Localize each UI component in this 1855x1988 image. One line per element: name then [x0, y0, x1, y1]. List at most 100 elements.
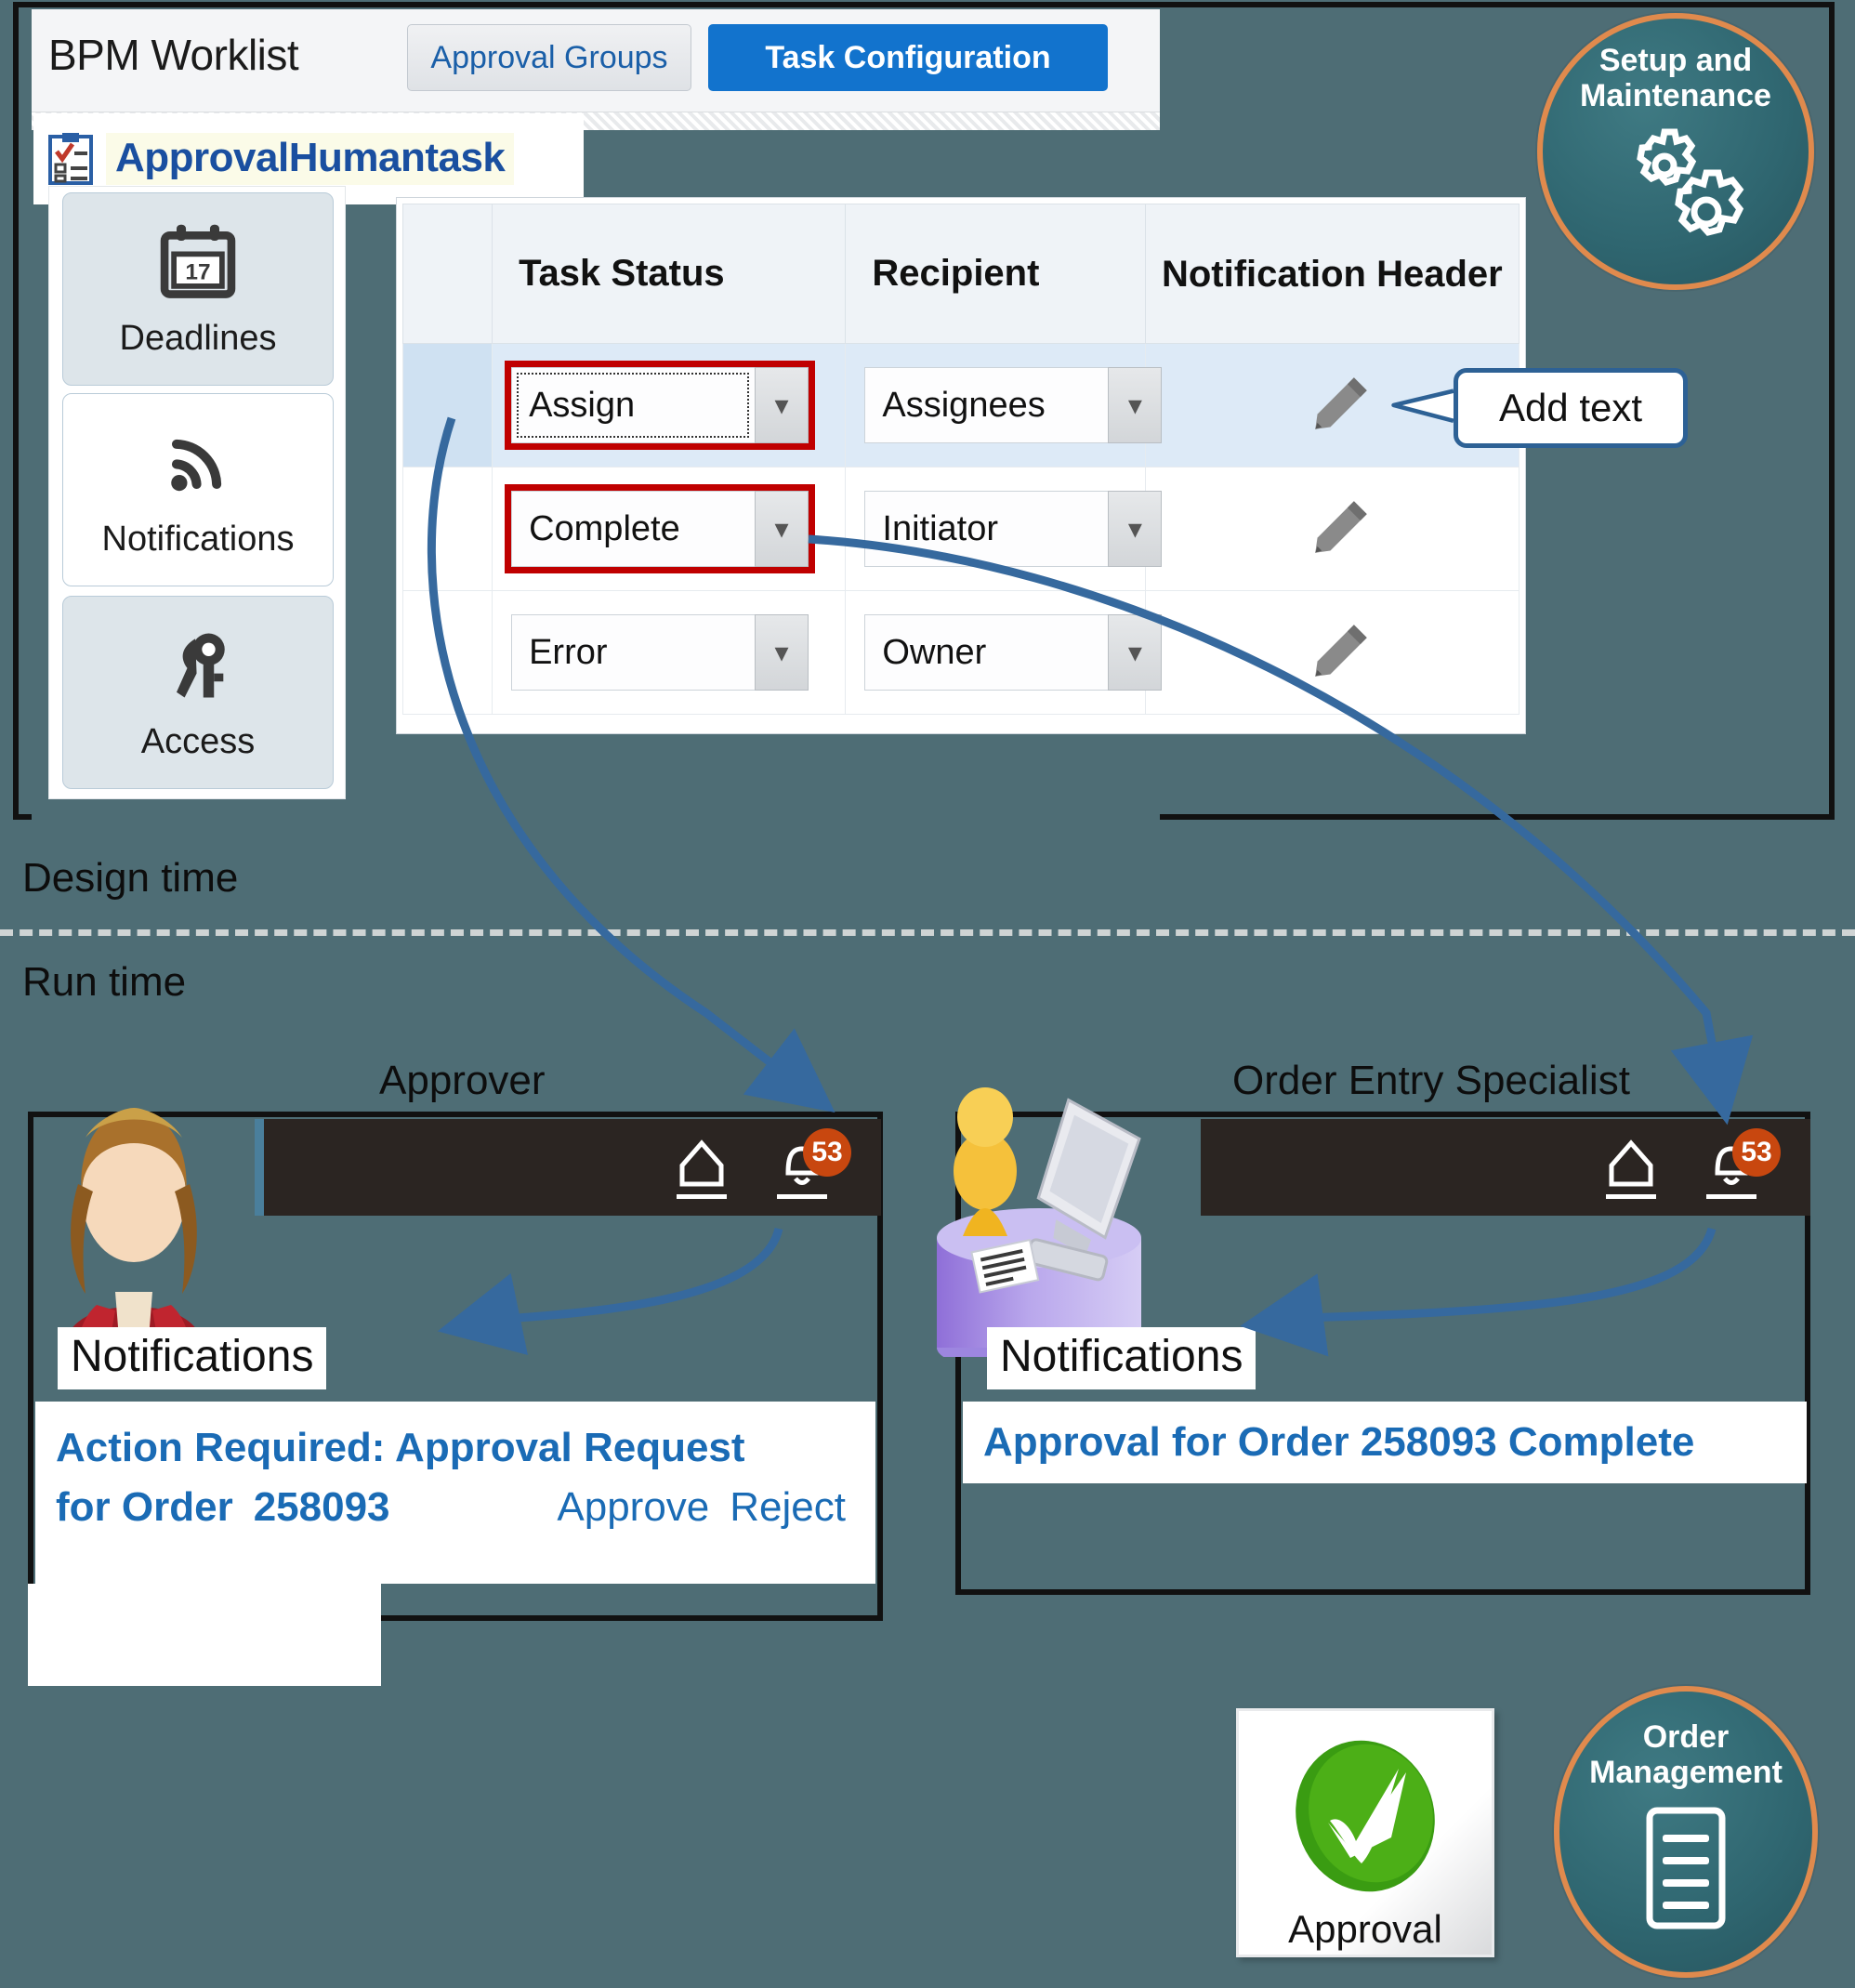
green-check-icon	[1282, 1733, 1449, 1903]
approver-notification-card: Action Required: Approval Request for Or…	[35, 1402, 875, 1584]
design-time-label: Design time	[22, 855, 239, 901]
cell-notification-header[interactable]	[1144, 467, 1520, 591]
task-status-value: Error	[511, 614, 756, 691]
role-label-order-entry-specialist: Order Entry Specialist	[1232, 1058, 1630, 1103]
human-task-name: ApprovalHumantask	[106, 133, 515, 185]
cell-recipient[interactable]: Assignees ▾	[845, 343, 1163, 467]
table-header-row: Task Status Recipient Notification Heade…	[401, 204, 1520, 344]
sidebar-item-label: Deadlines	[119, 319, 277, 358]
home-underline	[1606, 1194, 1656, 1199]
column-header-recipient: Recipient	[845, 204, 1146, 344]
recipient-value: Assignees	[864, 367, 1109, 443]
task-clipboard-icon	[48, 133, 93, 185]
tab-approval-groups[interactable]: Approval Groups	[407, 24, 691, 91]
sidebar-item-deadlines[interactable]: 17 Deadlines	[62, 192, 334, 386]
bpm-topbar: BPM Worklist Approval Groups Task Config…	[32, 9, 1160, 112]
task-status-dropdown[interactable]: Error ▾	[511, 614, 809, 691]
callout-tail	[1391, 388, 1454, 424]
chevron-down-icon[interactable]: ▾	[1108, 491, 1163, 567]
approver-notifications-title: Notifications	[58, 1327, 327, 1389]
chevron-down-icon[interactable]: ▾	[755, 614, 809, 691]
home-icon[interactable]	[673, 1134, 730, 1201]
role-label-approver: Approver	[379, 1058, 546, 1103]
rss-icon	[155, 420, 241, 510]
reject-link[interactable]: Reject	[730, 1483, 846, 1530]
approver-appbar: 53	[255, 1119, 881, 1216]
chevron-down-icon[interactable]: ▾	[755, 491, 809, 567]
table-row[interactable]: Error ▾ Owner ▾	[401, 590, 1520, 715]
badge-title-line2: Management	[1589, 1755, 1783, 1791]
bell-icon[interactable]: 53	[1703, 1128, 1781, 1201]
badge-title-line1: Order	[1642, 1719, 1730, 1755]
approve-link[interactable]: Approve	[557, 1483, 710, 1530]
time-divider	[0, 929, 1855, 936]
recipient-dropdown[interactable]: Initiator ▾	[864, 491, 1163, 567]
notification-message-line1: Action Required: Approval Request	[56, 1425, 745, 1470]
task-status-dropdown[interactable]: Assign ▾	[505, 361, 816, 450]
oes-appbar: 53	[1201, 1119, 1810, 1216]
column-header-notification-header: Notification Header	[1144, 204, 1520, 344]
cell-task-status[interactable]: Assign ▾	[492, 343, 847, 467]
column-header-select	[401, 204, 493, 344]
oes-notification-card: Approval for Order 258093 Complete	[963, 1402, 1807, 1483]
approver-card-footer	[28, 1584, 381, 1686]
tab-task-configuration[interactable]: Task Configuration	[708, 24, 1108, 91]
cell-recipient[interactable]: Initiator ▾	[845, 467, 1163, 591]
pencil-icon[interactable]	[1307, 500, 1375, 565]
appbar-accent-bar	[255, 1119, 264, 1216]
notification-count-badge: 53	[803, 1128, 851, 1177]
cell-notification-header[interactable]	[1144, 590, 1520, 715]
page-title: BPM Worklist	[48, 31, 299, 79]
keys-icon	[155, 623, 241, 713]
row-selector[interactable]	[401, 467, 493, 591]
approval-status-tile: Approval	[1236, 1708, 1494, 1957]
home-underline	[677, 1194, 727, 1199]
order-number: 258093	[253, 1483, 390, 1530]
notification-message-line2: for Order	[56, 1483, 233, 1530]
order-management-badge[interactable]: Order Management	[1554, 1686, 1818, 1978]
approver-panel	[28, 1112, 883, 1621]
notification-message: Approval for Order 258093 Complete	[983, 1419, 1695, 1466]
sidebar-item-label: Notifications	[101, 520, 295, 559]
chevron-down-icon[interactable]: ▾	[1108, 614, 1163, 691]
row-selector[interactable]	[401, 343, 493, 467]
cell-task-status[interactable]: Error ▾	[492, 590, 847, 715]
row-selector[interactable]	[401, 590, 493, 715]
cell-task-status[interactable]: Complete ▾	[492, 467, 847, 591]
recipient-dropdown[interactable]: Assignees ▾	[864, 367, 1163, 443]
bpm-left-nav: 17 Deadlines Notifications	[48, 186, 346, 799]
task-configuration-table: Task Status Recipient Notification Heade…	[396, 197, 1526, 734]
bell-icon[interactable]: 53	[773, 1128, 851, 1201]
column-header-task-status: Task Status	[492, 204, 847, 344]
bell-underline	[1706, 1194, 1756, 1199]
sidebar-item-access[interactable]: Access	[62, 596, 334, 789]
table-row[interactable]: Assign ▾ Assignees ▾	[401, 343, 1520, 467]
cell-recipient[interactable]: Owner ▾	[845, 590, 1163, 715]
calendar-icon: 17	[155, 219, 241, 309]
setup-and-maintenance-badge[interactable]: Setup and Maintenance	[1537, 13, 1814, 290]
badge-title-line2: Maintenance	[1580, 78, 1771, 114]
sidebar-item-label: Access	[140, 722, 256, 761]
chevron-down-icon[interactable]: ▾	[1108, 367, 1163, 443]
svg-text:17: 17	[185, 260, 210, 285]
task-status-dropdown[interactable]: Complete ▾	[505, 484, 816, 573]
add-text-callout: Add text	[1454, 368, 1688, 448]
bell-underline	[777, 1194, 827, 1199]
badge-title-line1: Setup and	[1598, 43, 1753, 78]
notification-count-badge: 53	[1732, 1128, 1781, 1177]
oes-notifications-title: Notifications	[987, 1327, 1256, 1389]
recipient-dropdown[interactable]: Owner ▾	[864, 614, 1163, 691]
workstation-avatar	[929, 1069, 1180, 1374]
sidebar-item-notifications[interactable]: Notifications	[62, 393, 334, 586]
pencil-icon[interactable]	[1307, 376, 1375, 441]
avatar	[41, 1073, 227, 1356]
recipient-value: Initiator	[864, 491, 1109, 567]
home-icon[interactable]	[1602, 1134, 1660, 1201]
task-status-value: Complete	[511, 491, 756, 567]
gears-icon	[1606, 123, 1745, 257]
table-row[interactable]: Complete ▾ Initiator ▾	[401, 467, 1520, 591]
pencil-icon[interactable]	[1307, 624, 1375, 689]
chevron-down-icon[interactable]: ▾	[755, 367, 809, 443]
document-list-icon	[1635, 1803, 1737, 1938]
